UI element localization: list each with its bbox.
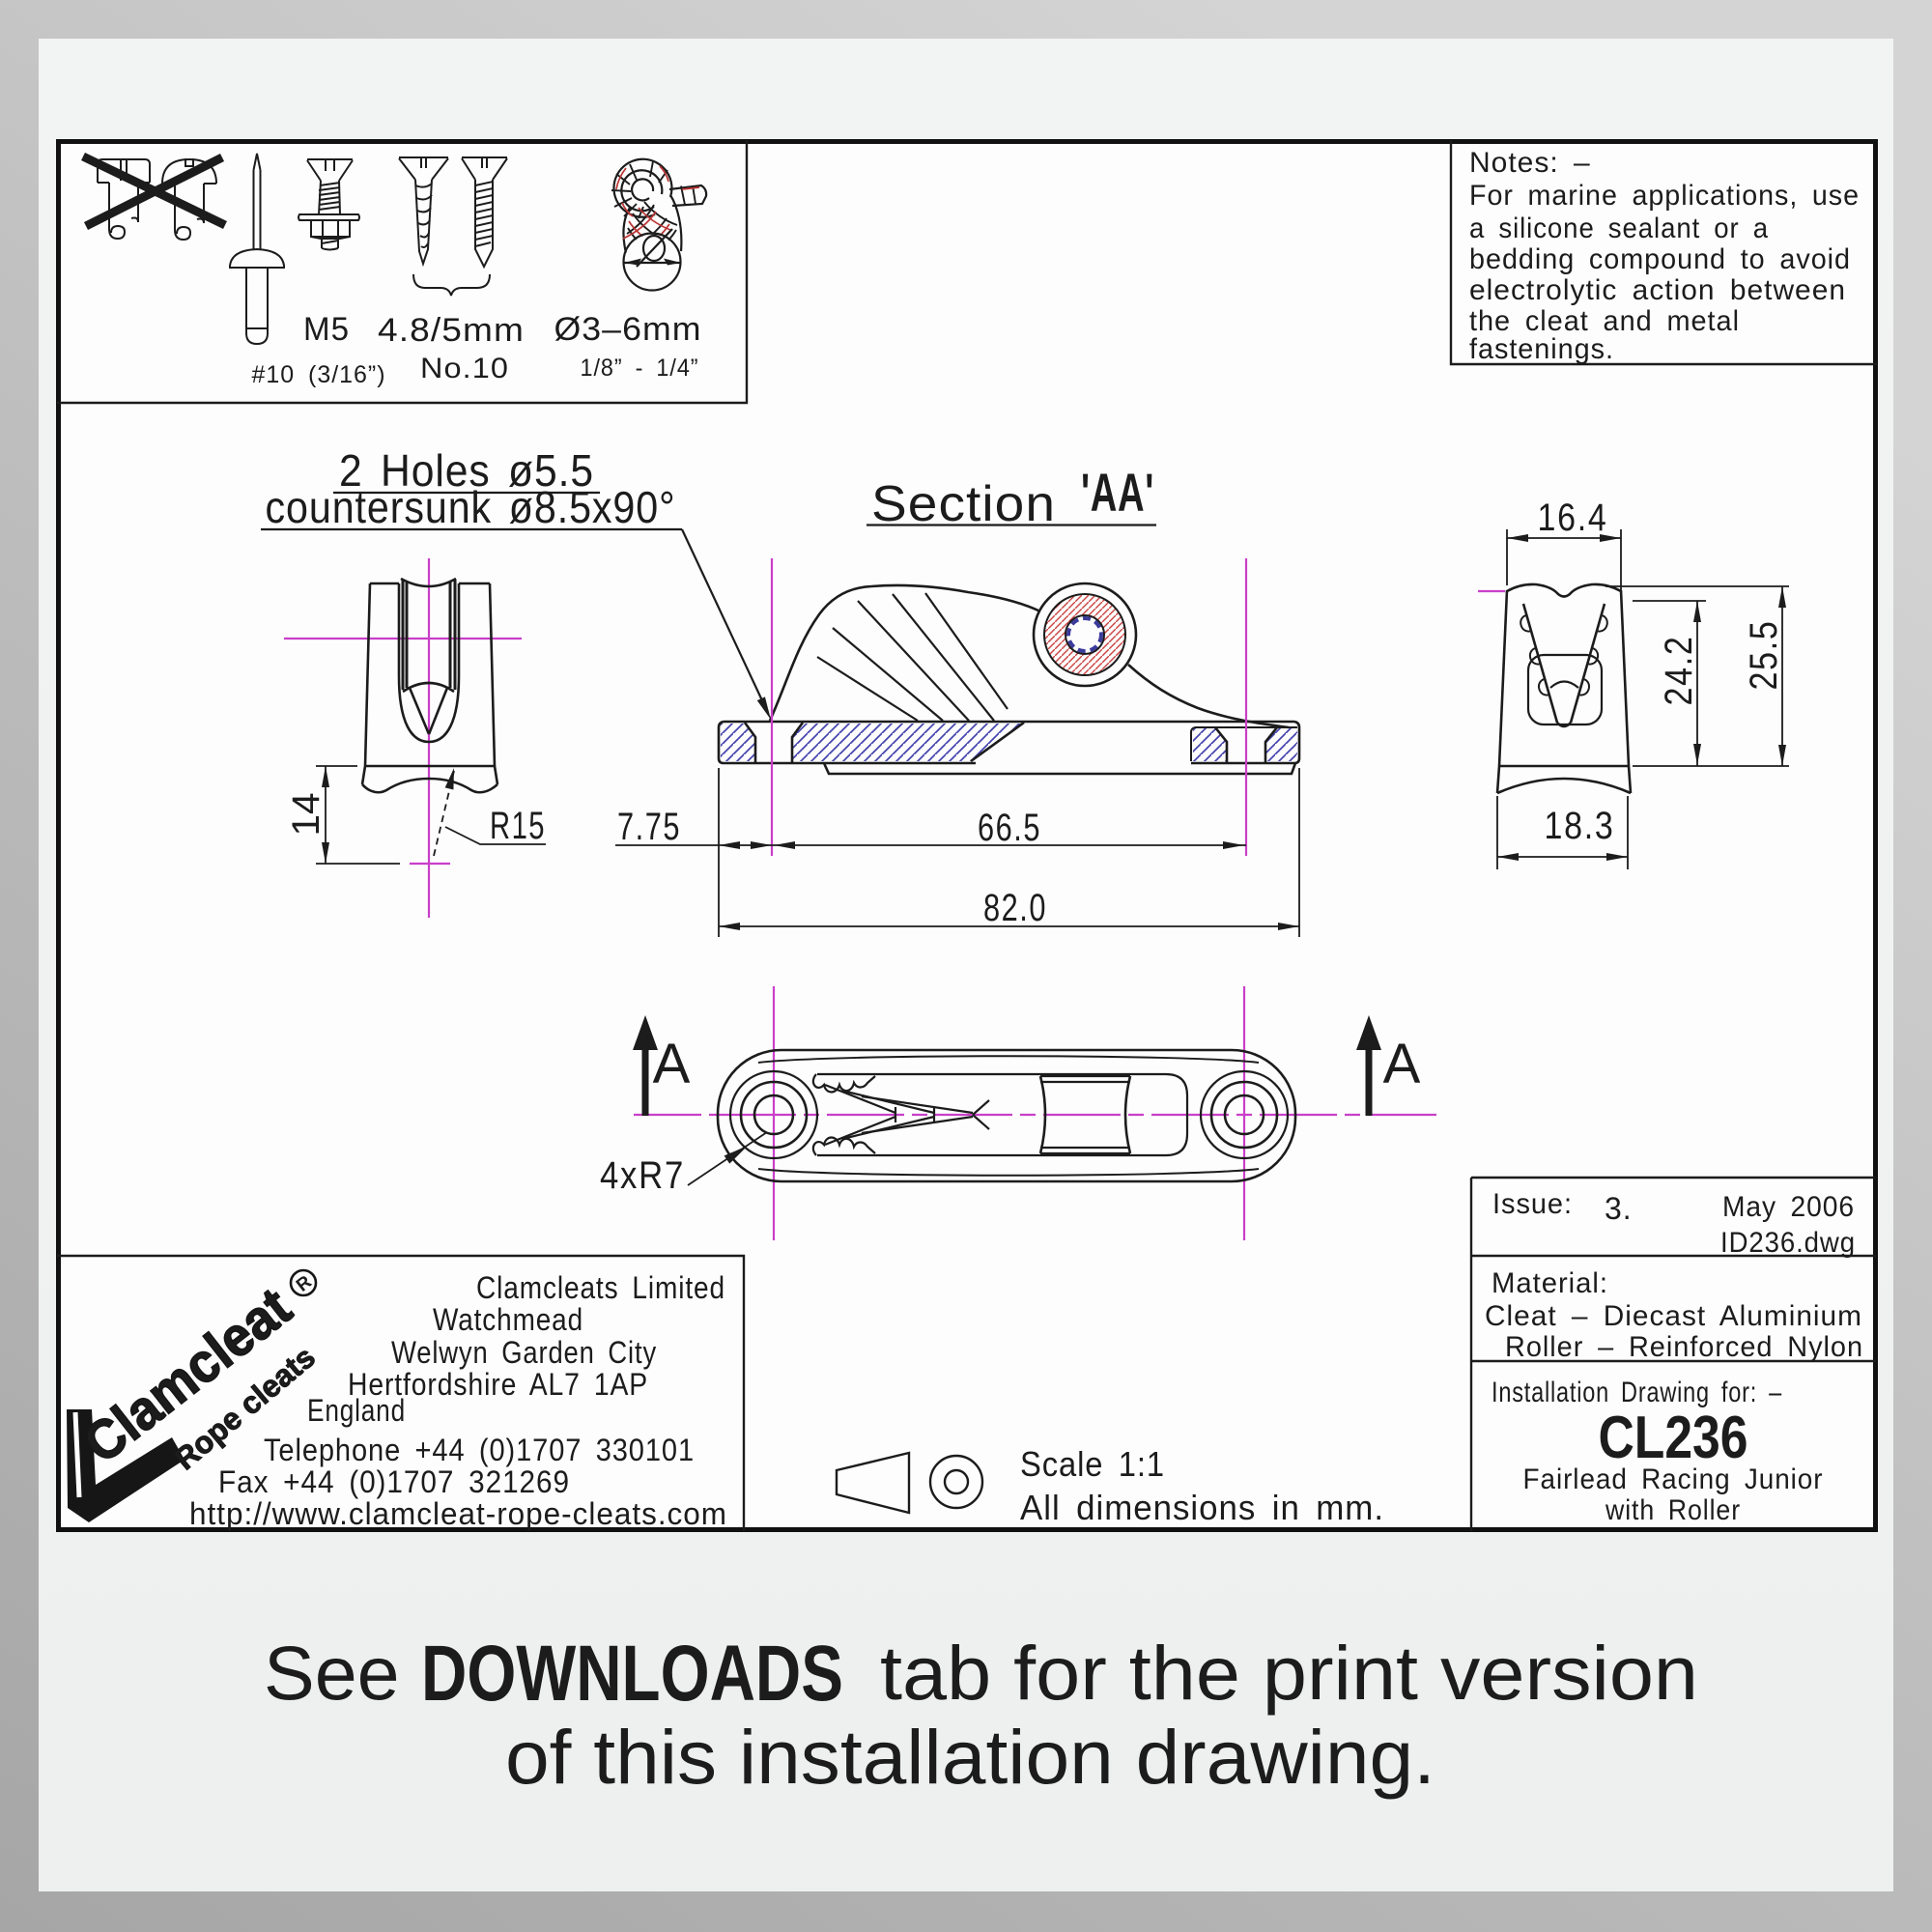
svg-text:R15: R15 bbox=[490, 805, 546, 847]
svg-text:14: 14 bbox=[285, 793, 327, 837]
svg-text:Clamcleats Limited: Clamcleats Limited bbox=[476, 1270, 725, 1305]
svg-text:1/8” - 1/4”: 1/8” - 1/4” bbox=[581, 355, 699, 382]
svg-text:4xR7: 4xR7 bbox=[600, 1154, 685, 1197]
svg-text:May 2006: May 2006 bbox=[1722, 1191, 1855, 1223]
svg-text:with Roller: with Roller bbox=[1605, 1494, 1741, 1526]
svg-text:electrolytic action between: electrolytic action between bbox=[1469, 274, 1846, 306]
svg-text:Ø3–6mm: Ø3–6mm bbox=[554, 311, 702, 348]
svg-text:66.5: 66.5 bbox=[978, 807, 1041, 849]
svg-text:Watchmead: Watchmead bbox=[433, 1302, 583, 1337]
svg-text:A: A bbox=[653, 1033, 691, 1095]
svg-text:ID236.dwg: ID236.dwg bbox=[1720, 1227, 1856, 1259]
svg-text:Roller – Reinforced Nylon: Roller – Reinforced Nylon bbox=[1505, 1331, 1863, 1363]
svg-text:England: England bbox=[307, 1393, 406, 1428]
svg-text:fastenings.: fastenings. bbox=[1469, 333, 1614, 365]
svg-text:Fairlead Racing Junior: Fairlead Racing Junior bbox=[1523, 1463, 1824, 1495]
svg-text:CL236: CL236 bbox=[1599, 1405, 1748, 1471]
svg-text:Section: Section bbox=[871, 476, 1056, 532]
svg-text:Scale 1:1: Scale 1:1 bbox=[1020, 1444, 1165, 1484]
svg-text:M5: M5 bbox=[303, 311, 350, 348]
svg-text:tab for the print version: tab for the print version bbox=[880, 1630, 1698, 1716]
svg-text:Installation Drawing for: –: Installation Drawing for: – bbox=[1492, 1377, 1782, 1408]
svg-text:Hertfordshire AL7 1AP: Hertfordshire AL7 1AP bbox=[348, 1367, 648, 1402]
svg-text:#10 (3/16”): #10 (3/16”) bbox=[252, 361, 386, 388]
svg-text:For marine applications, use: For marine applications, use bbox=[1469, 180, 1860, 212]
svg-text:http://www.clamcleat-rope-clea: http://www.clamcleat-rope-cleats.com bbox=[189, 1496, 727, 1531]
svg-text:Fax +44 (0)1707 321269: Fax +44 (0)1707 321269 bbox=[218, 1464, 570, 1499]
svg-text:18.3: 18.3 bbox=[1545, 805, 1615, 847]
svg-text:Issue:: Issue: bbox=[1492, 1188, 1573, 1220]
svg-text:DOWNLOADS: DOWNLOADS bbox=[421, 1630, 843, 1718]
svg-text:4.8/5mm: 4.8/5mm bbox=[378, 312, 525, 349]
svg-text:the cleat and metal: the cleat and metal bbox=[1469, 305, 1740, 337]
svg-text:Material:: Material: bbox=[1492, 1267, 1608, 1299]
svg-text:7.75: 7.75 bbox=[617, 806, 681, 848]
svg-text:a silicone sealant or a: a silicone sealant or a bbox=[1469, 213, 1769, 244]
svg-text:Cleat – Diecast Aluminium: Cleat – Diecast Aluminium bbox=[1485, 1300, 1862, 1332]
svg-text:16.4: 16.4 bbox=[1538, 497, 1608, 539]
svg-text:25.5: 25.5 bbox=[1743, 620, 1785, 691]
svg-text:3.: 3. bbox=[1605, 1191, 1633, 1226]
svg-text:24.2: 24.2 bbox=[1658, 636, 1700, 706]
svg-text:of this installation drawing.: of this installation drawing. bbox=[505, 1714, 1435, 1800]
svg-text:countersunk ø8.5x90°: countersunk ø8.5x90° bbox=[266, 482, 676, 532]
svg-text:Telephone +44 (0)1707 330101: Telephone +44 (0)1707 330101 bbox=[264, 1433, 695, 1467]
svg-text:All dimensions in mm.: All dimensions in mm. bbox=[1020, 1488, 1384, 1527]
svg-text:Welwyn Garden City: Welwyn Garden City bbox=[391, 1335, 657, 1370]
svg-text:See: See bbox=[264, 1630, 400, 1716]
svg-text:'AA': 'AA' bbox=[1081, 462, 1154, 523]
svg-text:82.0: 82.0 bbox=[983, 887, 1047, 929]
svg-text:bedding compound to avoid: bedding compound to avoid bbox=[1469, 243, 1851, 275]
svg-text:A: A bbox=[1383, 1033, 1421, 1095]
svg-text:2 Holes ø5.5: 2 Holes ø5.5 bbox=[339, 445, 594, 496]
svg-text:No.10: No.10 bbox=[420, 353, 509, 384]
svg-text:Notes: –: Notes: – bbox=[1469, 147, 1591, 179]
